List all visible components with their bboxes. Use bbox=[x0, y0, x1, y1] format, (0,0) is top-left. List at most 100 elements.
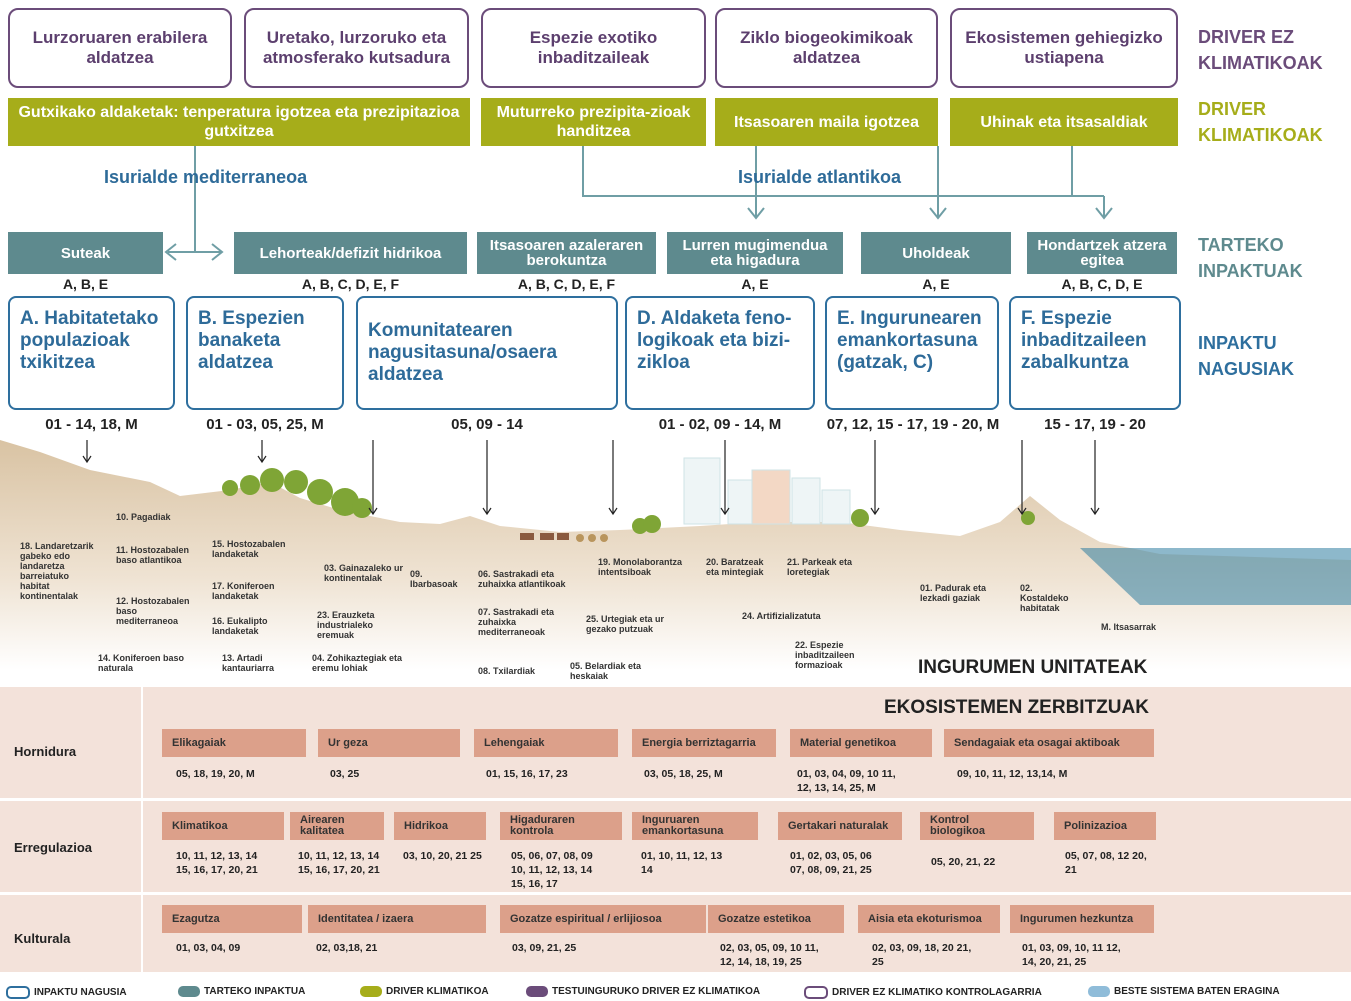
nagusi-codes: 01 - 14, 18, M bbox=[45, 416, 138, 433]
eco-18: 18. Landaretzarik gabeko edo landaretza … bbox=[20, 541, 94, 601]
service-codes: 01, 02, 03, 05, 06 07, 08, 09, 21, 25 bbox=[790, 850, 872, 876]
driver-k-waves: Uhinak eta itsasaldiak bbox=[950, 98, 1178, 146]
service-codes: 01, 03, 09, 10, 11 12, 14, 20, 21, 25 bbox=[1022, 942, 1121, 968]
eco-02: 02. Kostaldeko habitatak bbox=[1020, 583, 1069, 613]
service-gertakari: Gertakari naturalak bbox=[778, 812, 902, 840]
tarteko-lurren: Lurren mugimendua eta higadura bbox=[667, 232, 843, 274]
service-codes: 05, 20, 21, 22 bbox=[931, 856, 996, 868]
legend-tarteko: TARTEKO INPAKTUA bbox=[178, 986, 305, 997]
eco-09: 09. Ibarbasoak bbox=[410, 569, 458, 589]
nagusi-title: Komunitatearen nagusitasuna/osaera aldat… bbox=[368, 320, 558, 385]
legend-swatch bbox=[526, 986, 548, 997]
nagusi-codes: 05, 09 - 14 bbox=[451, 416, 523, 433]
legend-testuinguruko: TESTUINGURUKO DRIVER EZ KLIMATIKOA bbox=[526, 986, 760, 997]
service-label: Klimatikoa bbox=[172, 819, 228, 832]
service-label: Lehengaiak bbox=[484, 736, 545, 749]
nagusi-codes: 15 - 17, 19 - 20 bbox=[1044, 416, 1146, 433]
eco-11: 11. Hostozabalen baso atlantikoa bbox=[116, 545, 190, 565]
service-klimatikoa: Klimatikoa bbox=[162, 812, 284, 840]
row-label-driver-ez: DRIVER EZ KLIMATIKOAK bbox=[1198, 27, 1323, 73]
ingurumen-title: INGURUMEN UNITATEAK bbox=[918, 657, 1148, 678]
service-codes: 01, 10, 11, 12, 13 14 bbox=[641, 850, 723, 876]
service-codes: 03, 10, 20, 21 25 bbox=[403, 850, 482, 862]
eco-20: 20. Baratzeak eta mintegiak bbox=[706, 557, 764, 577]
service-label: Ur geza bbox=[328, 736, 368, 749]
eco-m: M. Itsasarrak bbox=[1101, 622, 1157, 632]
tarteko-letters: A, E bbox=[741, 276, 769, 292]
nagusi-codes: 01 - 02, 09 - 14, M bbox=[658, 416, 782, 433]
nagusi-title: A. Habitatetako populazioak txikitzea bbox=[20, 308, 159, 373]
eco-19: 19. Monolaborantza intentsiboak bbox=[598, 557, 683, 577]
service-label: Higaduraren kontrola bbox=[510, 814, 575, 837]
nagusi-a: A. Habitatetako populazioak txikitzea bbox=[8, 296, 175, 410]
legend-label: BESTE SISTEMA BATEN ERAGINA bbox=[1114, 986, 1280, 997]
eco-22: 22. Espezie inbaditzaileen formazioak bbox=[795, 640, 855, 670]
service-label: Kontrol biologikoa bbox=[930, 814, 985, 837]
tarteko-itsasoa: Itsasoaren azaleraren berokuntza bbox=[477, 232, 656, 274]
eco-01: 01. Padurak eta lezkadi gaziak bbox=[920, 583, 987, 603]
eco-25: 25. Urtegiak eta ur gezako putzuak bbox=[586, 614, 665, 634]
tarteko-letters: A, B, E bbox=[62, 276, 109, 292]
service-ingurumen-hezkuntza: Ingurumen hezkuntza bbox=[1010, 905, 1154, 933]
service-label: Gertakari naturalak bbox=[788, 819, 889, 832]
service-label: Material genetikoa bbox=[800, 736, 896, 749]
driver-ez-label: Ziklo biogeokimikoak aldatzea bbox=[740, 28, 913, 67]
eco-07: 07. Sastrakadi eta zuhaixka mediterraneo… bbox=[478, 607, 555, 637]
legend-swatch bbox=[360, 986, 382, 997]
service-codes: 03, 25 bbox=[330, 768, 360, 780]
service-label: Inguruaren emankortasuna bbox=[642, 814, 724, 837]
eco-21: 21. Parkeak eta loretegiak bbox=[787, 557, 853, 577]
eco-04: 04. Zohikaztegiak eta eremu lohiak bbox=[312, 653, 403, 673]
nagusi-title: B. Espezien banaketa aldatzea bbox=[198, 308, 305, 373]
driver-ez-biogeochem: Ziklo biogeokimikoak aldatzea bbox=[715, 8, 938, 88]
service-higadura: Higaduraren kontrola bbox=[500, 812, 622, 840]
eco-15: 15. Hostozabalen landaketak bbox=[212, 539, 286, 559]
nagusi-codes: 01 - 03, 05, 25, M bbox=[206, 416, 324, 433]
trees bbox=[222, 468, 1035, 534]
row-label-nagusi: INPAKTU NAGUSIAK bbox=[1198, 333, 1295, 379]
landscape-illustration bbox=[0, 440, 1351, 670]
service-kontrol-biologikoa: Kontrol biologikoa bbox=[920, 812, 1034, 840]
basin-atlantic: Isurialde atlantikoa bbox=[738, 167, 902, 187]
driver-k-label: Muturreko prezipita-zioak handitzea bbox=[496, 104, 691, 140]
driver-ez-pollution: Uretako, lurzoruko eta atmosferako kutsa… bbox=[244, 8, 469, 88]
service-codes: 02, 03, 05, 09, 10 11, 12, 14, 18, 19, 2… bbox=[720, 942, 819, 968]
legend-label: TESTUINGURUKO DRIVER EZ KLIMATIKOA bbox=[552, 986, 761, 997]
service-label: Hidrikoa bbox=[404, 819, 449, 832]
nagusi-codes: 07, 12, 15 - 17, 19 - 20, M bbox=[826, 416, 1000, 433]
service-codes: 02, 03, 09, 18, 20 21, 25 bbox=[872, 942, 972, 968]
service-gozatze-estetikoa: Gozatze estetikoa bbox=[708, 905, 844, 933]
nagusi-title: E. Ingurunearen emankortasuna (gatzak, C… bbox=[837, 308, 982, 373]
tarteko-label: Lehorteak/defizit hidrikoa bbox=[259, 244, 442, 262]
service-energia: Energia berriztagarria bbox=[632, 729, 776, 757]
service-codes: 01, 15, 16, 17, 23 bbox=[486, 768, 568, 780]
legend-swatch bbox=[6, 986, 30, 999]
service-label: Identitatea / izaera bbox=[318, 912, 414, 925]
legend-label: DRIVER KLIMATIKOA bbox=[386, 986, 489, 997]
driver-k-label: Itsasoaren maila igotzea bbox=[734, 113, 919, 131]
driver-ez-label: Lurzoruaren erabilera aldatzea bbox=[32, 28, 208, 67]
nagusi-title: F. Espezie inbaditzaileen zabalkuntza bbox=[1021, 308, 1147, 373]
eco-24: 24. Artifizializatuta bbox=[742, 611, 821, 621]
driver-k-label: Gutxikako aldaketak: tenperatura igotzea… bbox=[18, 104, 460, 140]
tarteko-label: Itsasoaren azaleraren berokuntza bbox=[489, 237, 644, 269]
service-codes: 05, 18, 19, 20, M bbox=[176, 768, 255, 780]
service-label: Elikagaiak bbox=[172, 736, 226, 749]
legend-beste-sistema: BESTE SISTEMA BATEN ERAGINA bbox=[1088, 986, 1280, 997]
tarteko-uholdeak: Uholdeak bbox=[861, 232, 1011, 274]
service-label: Sendagaiak eta osagai aktiboak bbox=[954, 736, 1120, 749]
legend-swatch bbox=[1088, 986, 1110, 997]
driver-ez-label: Uretako, lurzoruko eta atmosferako kutsa… bbox=[262, 28, 451, 67]
tarteko-label: Lurren mugimendua eta higadura bbox=[682, 237, 828, 269]
buildings bbox=[683, 457, 851, 525]
service-codes: 10, 11, 12, 13, 14 15, 16, 17, 20, 21 bbox=[298, 850, 380, 876]
service-label: Polinizazioa bbox=[1064, 819, 1127, 832]
sea bbox=[1080, 548, 1351, 605]
nagusi-c: Komunitatearen nagusitasuna/osaera aldat… bbox=[356, 296, 618, 410]
section-hornidura: Hornidura bbox=[14, 744, 77, 759]
service-codes: 01, 03, 04, 09 bbox=[176, 942, 241, 954]
legend-kontrolagarria: DRIVER EZ KLIMATIKO KONTROLAGARRIA bbox=[804, 986, 1042, 999]
tarteko-letters: A, B, C, D, E, F bbox=[517, 276, 616, 292]
tarteko-hondartzak: Hondartzek atzera egitea bbox=[1027, 232, 1177, 274]
section-kulturala: Kulturala bbox=[14, 931, 71, 946]
